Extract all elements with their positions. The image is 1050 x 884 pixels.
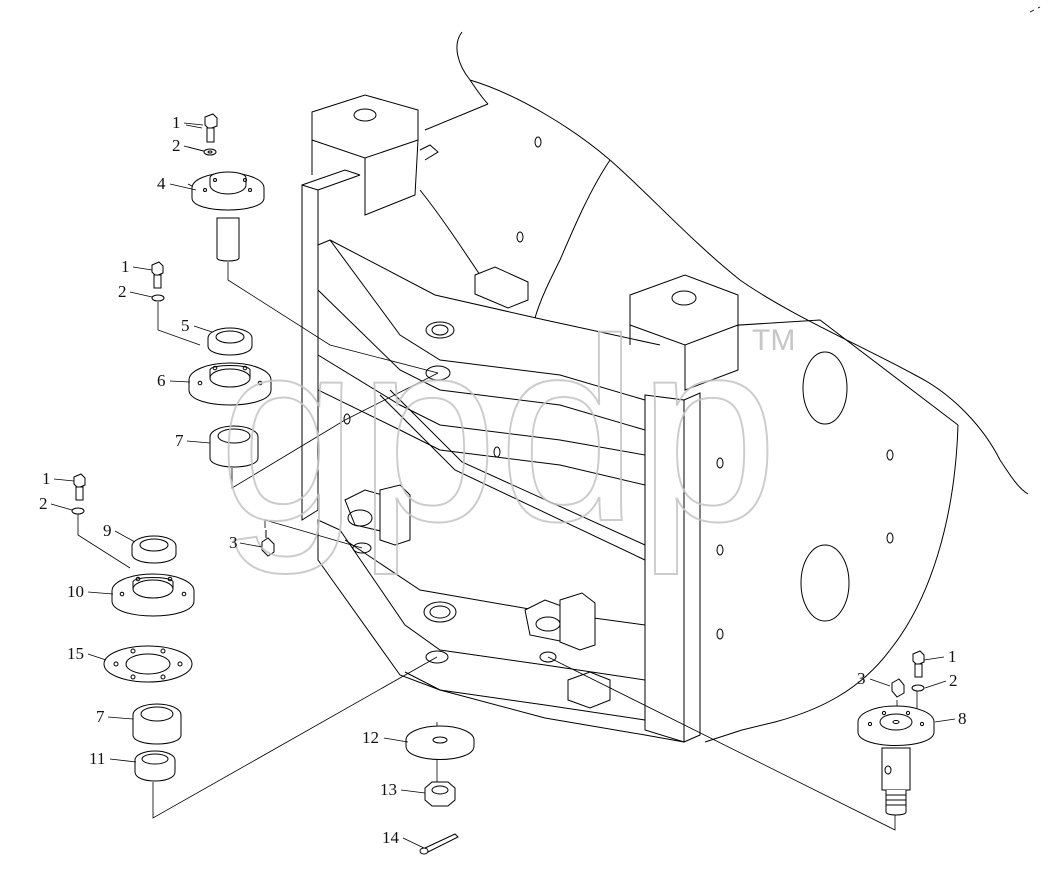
part-washer-2b (151, 294, 165, 302)
label-part-7b: 7 (96, 707, 105, 726)
label-part-11: 11 (89, 749, 105, 768)
label-part-3a: 3 (229, 533, 238, 552)
label-part-4: 4 (157, 174, 166, 193)
part-labels: 1 2 4 1 2 5 6 7 1 2 9 10 15 7 11 3 12 13… (39, 113, 967, 847)
label-part-15: 15 (67, 644, 84, 663)
part-bearing-7b (132, 703, 182, 745)
label-part-14: 14 (382, 828, 400, 847)
part-bolt-1d (912, 650, 925, 678)
label-part-5: 5 (181, 316, 190, 335)
part-washer-12 (405, 725, 475, 760)
part-bolt-1c (73, 473, 86, 501)
part-seal-5 (207, 327, 253, 356)
label-part-2d: 2 (949, 671, 958, 690)
label-part-8: 8 (958, 709, 967, 728)
part-gasket-15 (103, 645, 193, 683)
part-flange-10 (111, 573, 195, 617)
part-grease-fitting-3b (891, 678, 905, 698)
label-part-1d: 1 (948, 647, 957, 666)
part-pin-4 (191, 171, 265, 262)
label-part-2c: 2 (39, 494, 48, 513)
label-part-1c: 1 (42, 469, 51, 488)
label-part-2a: 2 (172, 136, 181, 155)
part-flange-6 (188, 362, 272, 406)
leader-lines (77, 124, 918, 831)
trademark-symbol: TM (752, 324, 795, 357)
label-part-13: 13 (380, 780, 397, 799)
part-washer-2d (911, 684, 925, 692)
part-cotter-pin-14 (419, 833, 459, 855)
frame-assembly (301, 31, 1029, 743)
part-nut-13 (424, 781, 456, 807)
part-bearing-7a (209, 425, 259, 468)
label-part-2b: 2 (118, 282, 127, 301)
label-part-1a: 1 (172, 113, 181, 132)
part-ring-11 (134, 750, 176, 782)
part-pin-8 (857, 705, 935, 816)
part-seal-9 (131, 535, 177, 564)
part-bolt-1b (151, 261, 164, 289)
part-bolt-1a (204, 113, 218, 143)
label-part-6: 6 (157, 371, 166, 390)
label-part-7a: 7 (175, 431, 184, 450)
label-part-1b: 1 (121, 257, 130, 276)
label-part-12: 12 (362, 728, 379, 747)
watermark-text: gpdp (218, 286, 778, 577)
part-grease-fitting-3a (261, 530, 275, 557)
part-washer-2c (71, 507, 85, 515)
watermark: gpdp TM (217, 285, 795, 578)
corner-mark (1029, 6, 1041, 13)
part-washer-2a (203, 148, 217, 156)
label-part-3b: 3 (857, 669, 866, 688)
label-ticks (50, 122, 956, 849)
label-part-9: 9 (103, 521, 112, 540)
label-part-10: 10 (67, 582, 84, 601)
